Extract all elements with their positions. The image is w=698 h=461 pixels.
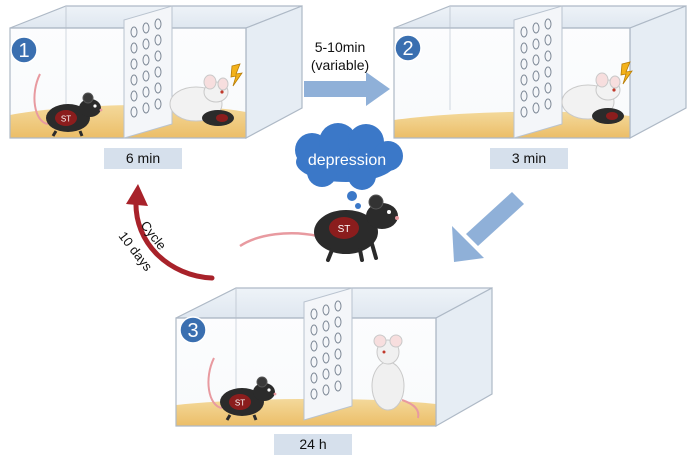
duration-label-panel-2: 3 min: [490, 148, 568, 169]
panel-badge-2: 2: [394, 34, 422, 62]
depression-thought-bubble: depression: [295, 123, 403, 209]
cage-panel-1: 1: [9, 5, 303, 140]
arrow-panel1-to-panel2: [304, 72, 390, 106]
duration-label-panel-3: 24 h: [274, 434, 352, 455]
panel-badge-1: 1: [10, 36, 38, 64]
st-tag: ST: [338, 224, 351, 235]
cage-panel-2: 2: [393, 5, 687, 140]
panel-badge-3: 3: [179, 316, 207, 344]
white-mouse-standing: [371, 334, 420, 419]
cage-panel-3: 3: [175, 286, 493, 428]
duration-label-panel-1: 6 min: [104, 148, 182, 169]
thought-bubble-text: depression: [308, 152, 386, 169]
cycle-arrow: [126, 184, 215, 281]
transition-time-label: 5-10min: [315, 39, 366, 55]
transition-variable-label: (variable): [311, 57, 369, 73]
panel-number-1: 1: [18, 40, 29, 62]
arrow-panel2-to-panel3: [452, 192, 524, 262]
depressed-mouse: ST: [239, 194, 399, 262]
panel-number-3: 3: [187, 320, 198, 342]
panel-number-2: 2: [402, 38, 413, 60]
